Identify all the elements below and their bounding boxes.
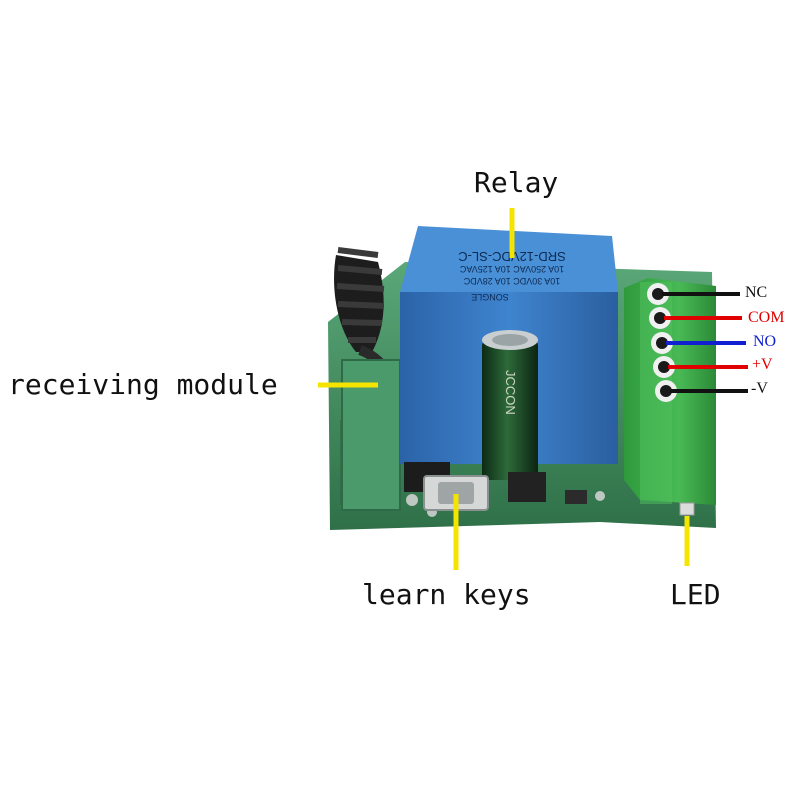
led-label: LED (670, 578, 721, 611)
terminal-label-nc: NC (745, 284, 768, 301)
terminal-label-com: COM (748, 309, 785, 326)
receiving-module-label: receiving module (8, 368, 278, 401)
terminal-screws (647, 283, 677, 402)
relay-ratings-text-2: 10A 30VDC 10A 28VDC (463, 276, 560, 286)
learn-keys-label: learn keys (362, 578, 531, 611)
relay-label: Relay (474, 166, 559, 199)
learn-button (423, 475, 489, 511)
transistor (508, 472, 546, 502)
led (679, 502, 695, 516)
terminal-label-pv: +V (752, 356, 773, 373)
relay-ratings-text-1: 10A 250VAC 10A 125VAC (459, 264, 564, 274)
resistor (565, 490, 587, 504)
capacitor-text: JCCON (503, 370, 518, 415)
terminal-label-no: NO (753, 333, 777, 350)
terminal-label-nv: -V (751, 380, 768, 397)
relay-brand-text: SONGLE (471, 292, 509, 302)
capacitor: JCCON (482, 330, 538, 480)
